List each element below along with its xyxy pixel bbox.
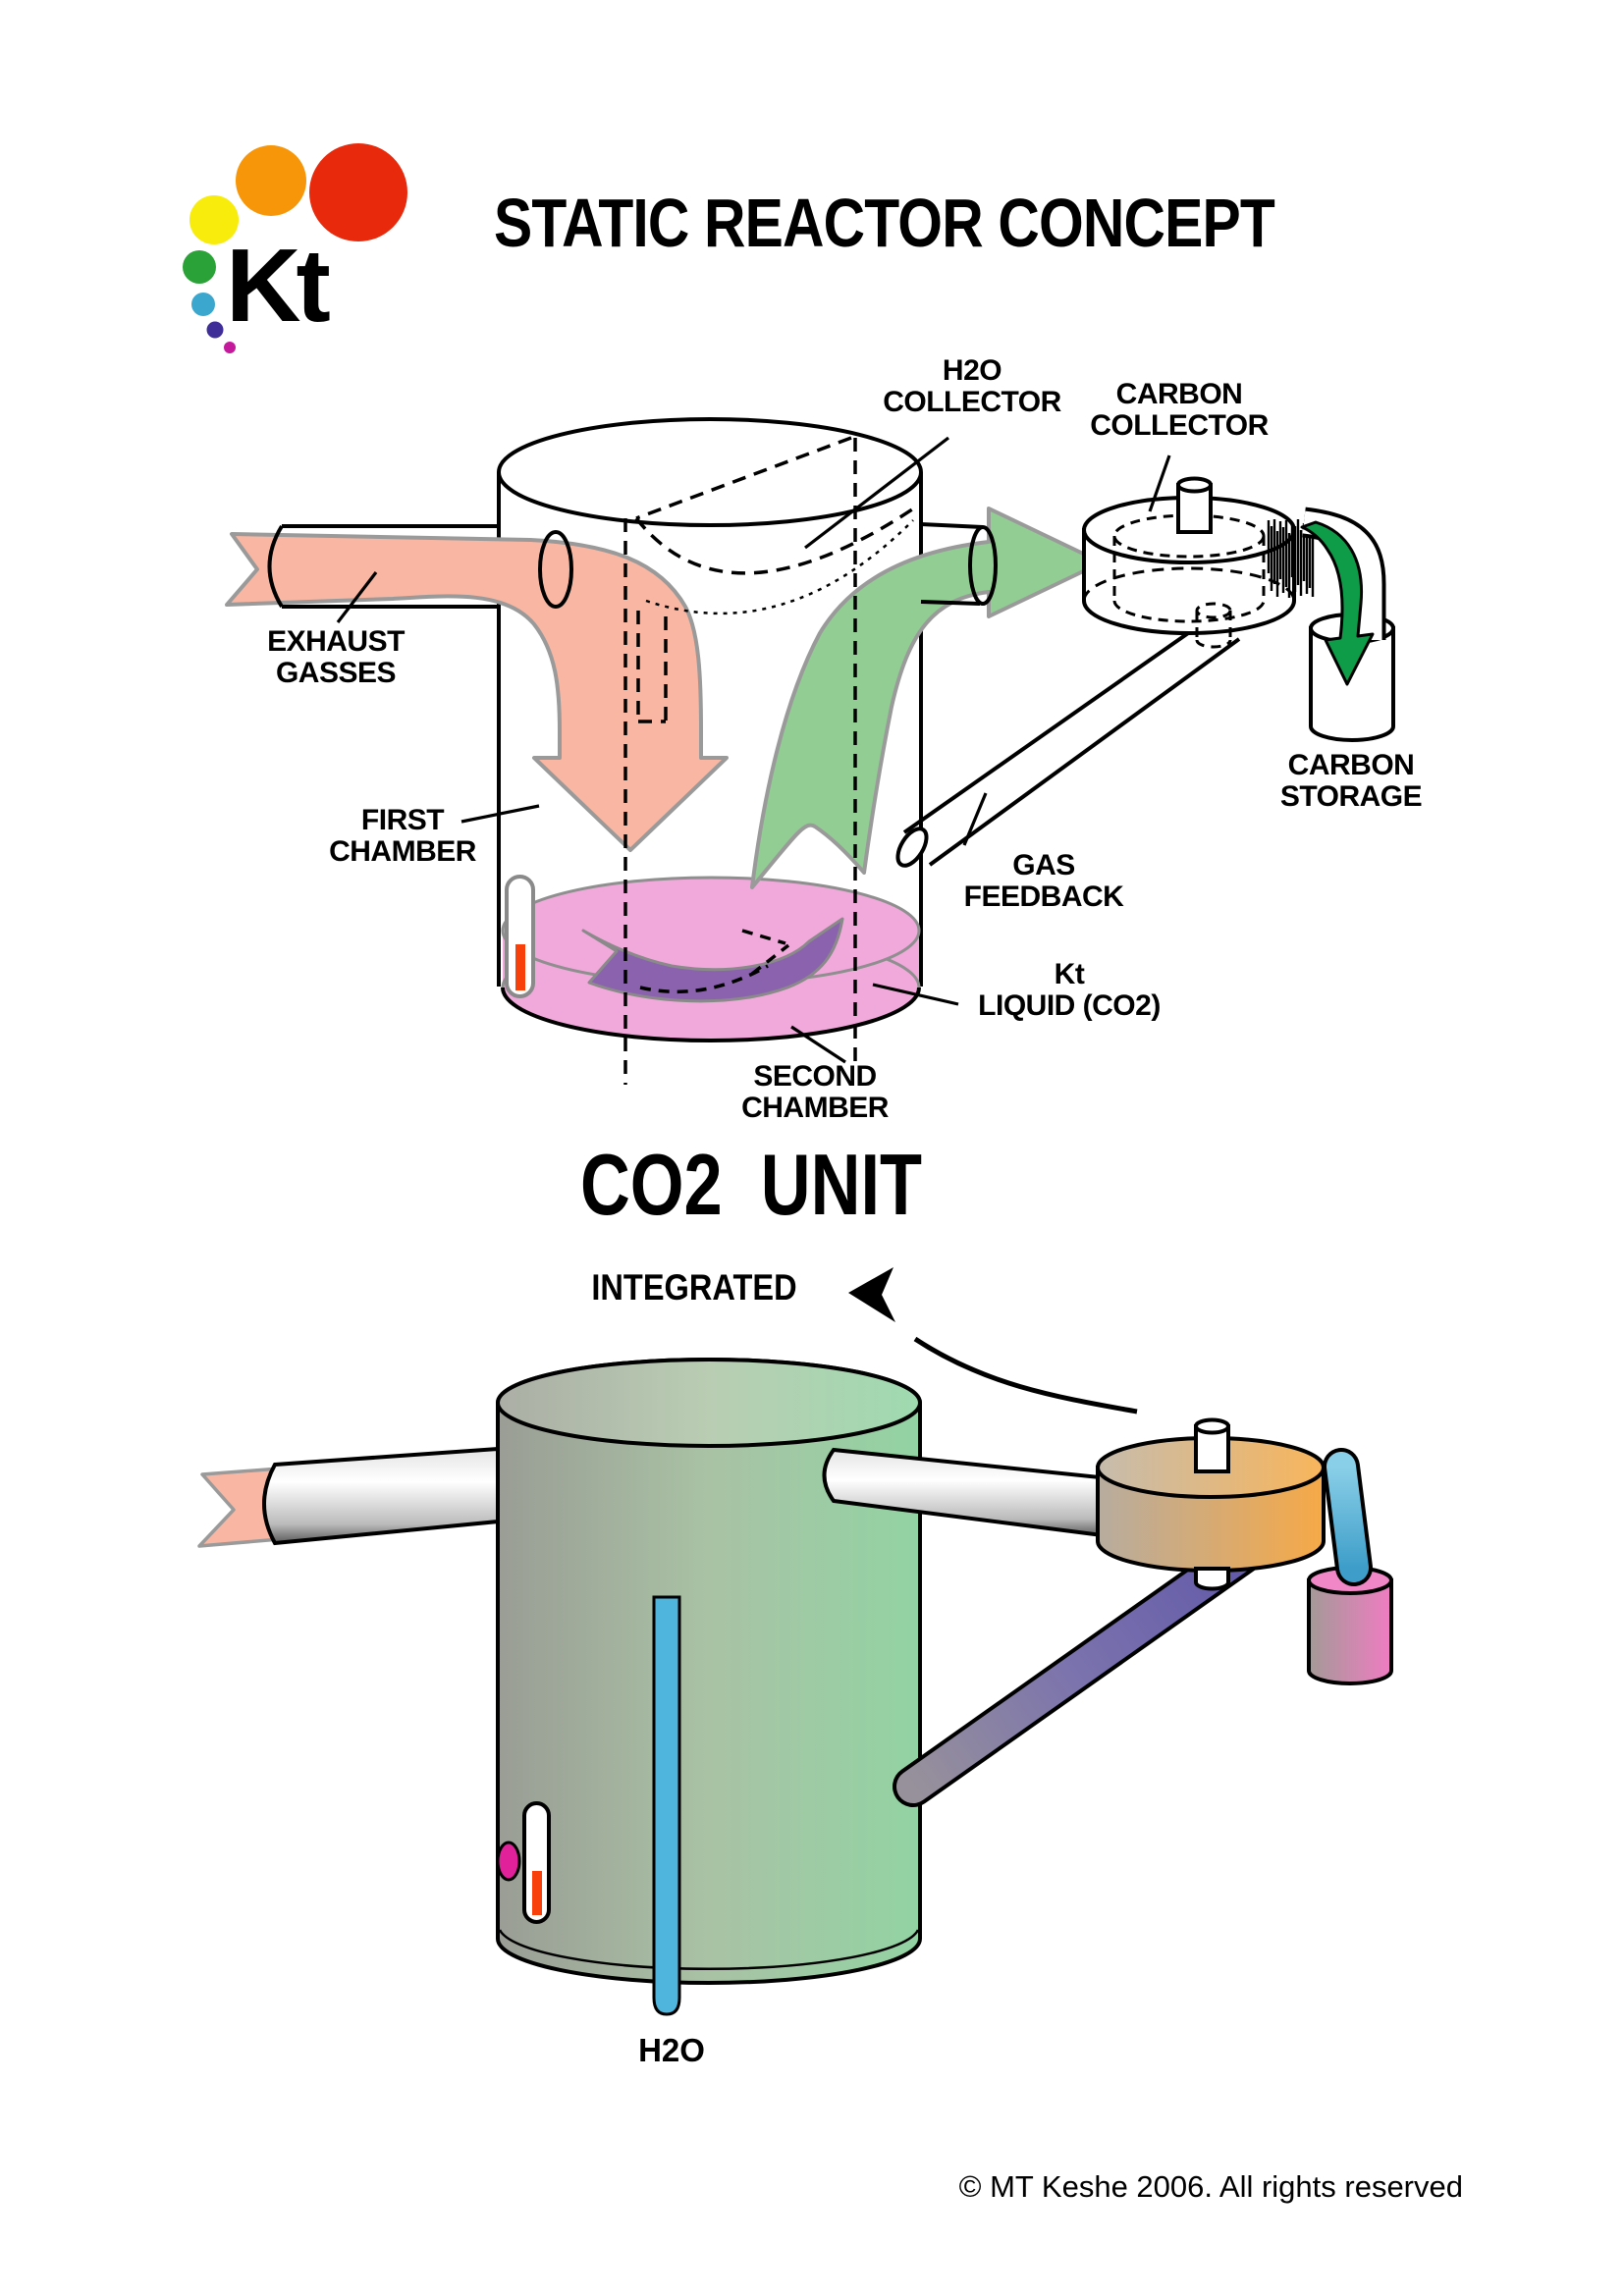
label-exhaust-gasses: EXHAUST GASSES [189,626,483,689]
leader-lines-upper [336,436,1171,1064]
label-line: Kt [1054,958,1085,990]
h2o-tube [652,1595,681,2016]
integrated-heading: INTEGRATED [591,1267,797,1308]
label-second-chamber: SECOND CHAMBER [668,1061,962,1124]
thermometer-upper [505,875,535,998]
label-line: EXHAUST [267,625,405,658]
label-line: COLLECTOR [883,385,1061,418]
label-line: CARBON [1287,749,1415,781]
copyright-text: © MT Keshe 2006. All rights reserved [958,2169,1463,2204]
page-title: STATIC REACTOR CONCEPT [494,185,1275,261]
label-carbon-storage: CARBON STORAGE [1204,750,1498,813]
liquid-dashed-arrow [639,929,790,993]
indicator-dot [496,1841,521,1882]
co2-unit-heading: CO2 UNIT [579,1136,923,1233]
label-gas-feedback: GAS FEEDBACK [896,850,1191,913]
label-line: CHAMBER [741,1091,889,1124]
water-elbow-tube [1323,1448,1373,1586]
thermometer-lower [522,1801,551,1924]
internal-funnel-dashed [623,436,916,1085]
label-line: CHAMBER [329,834,476,868]
integrated-unit-cylinder [496,1358,922,1985]
label-line: FEEDBACK [963,880,1124,913]
carbon-collector-disc [1082,476,1315,649]
label-line: LIQUID (CO2) [978,988,1161,1022]
exhaust-flow-arrow [225,532,729,852]
label-line: H2O [942,354,1002,387]
exhaust-inlet-tube [267,524,573,609]
label-line: CARBON [1115,378,1243,410]
upper-reactor-diagram [225,417,1395,1085]
kt-logo-icon [183,143,407,353]
label-line: STORAGE [1279,779,1423,813]
carbon-drop-arrow [1300,520,1375,686]
label-first-chamber: FIRST CHAMBER [255,805,550,868]
logo-text: Kt [226,228,331,344]
outlet-tube [822,1447,1111,1539]
collector-disc-lower [1096,1417,1326,1591]
label-h2o-collector: H2O COLLECTOR [825,355,1119,418]
label-line: SECOND [753,1060,877,1093]
gas-feedback-tube [895,611,1241,868]
label-line: GASSES [275,656,397,689]
label-line: COLLECTOR [1090,408,1269,442]
label-line: GAS [1012,849,1075,881]
gas-outlet-tube [920,522,998,606]
integrated-pointer-arrow [848,1267,1138,1415]
label-h2o: H2O [638,2032,705,2068]
gas-flow-arrow [750,507,1104,889]
funnel-dotted-line [645,519,914,615]
label-carbon-collector: CARBON COLLECTOR [1032,379,1326,442]
label-kt-liquid: Kt LIQUID (CO2) [922,959,1217,1022]
label-line: FIRST [360,804,445,836]
integrated-unit-diagram [197,1267,1393,2016]
liquid-swirl-arrow [581,917,844,1003]
inlet-tube [262,1446,500,1546]
inlet-arrow-tail [197,1467,282,1548]
